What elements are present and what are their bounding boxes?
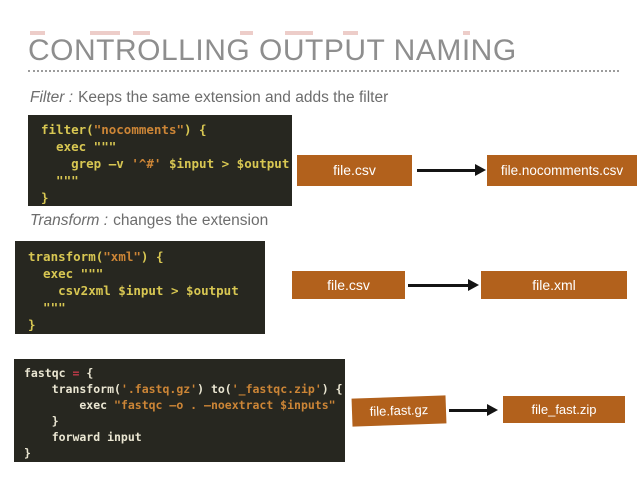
code-line: exec """ — [28, 266, 104, 281]
code-line: filter("nocomments") { — [41, 122, 207, 137]
code-line: fastqc = { — [24, 366, 94, 380]
file-box-output: file.xml — [481, 271, 627, 299]
code-line: exec "fastqc –o . —noextract $inputs" — [24, 398, 336, 412]
code-line: grep –v '^#' $input > $output — [41, 156, 290, 171]
flow-arrow-icon — [408, 279, 479, 291]
flow-arrow-icon — [417, 164, 486, 176]
file-box-input: file.csv — [292, 271, 405, 299]
filter-section-heading: Filter :Keeps the same extension and add… — [30, 89, 388, 107]
transform-section-heading: Transform :changes the extension — [30, 212, 268, 230]
code-line: } — [41, 190, 49, 205]
code-line: """ — [41, 173, 79, 188]
code-line: exec """ — [41, 139, 117, 154]
transform-label: Transform : — [30, 212, 109, 229]
code-line: transform('.fastq.gz') to('_fastqc.zip')… — [24, 382, 343, 396]
code-line: transform("xml") { — [28, 249, 164, 264]
flow-arrow-icon — [449, 404, 498, 416]
file-box-input: file.csv — [297, 155, 412, 186]
code-block-filter: filter("nocomments") { exec """ grep –v … — [28, 115, 292, 206]
dotted-divider — [28, 70, 619, 72]
ghost-mark — [343, 31, 358, 35]
ghost-mark — [463, 31, 470, 35]
ghost-mark — [240, 31, 253, 35]
code-line: """ — [28, 300, 66, 315]
file-box-output: file_fast.zip — [503, 396, 625, 423]
transform-description: changes the extension — [113, 212, 269, 229]
code-line: forward input — [24, 430, 142, 444]
ghost-mark — [285, 31, 313, 35]
code-block-transform: transform("xml") { exec """ csv2xml $inp… — [15, 241, 265, 334]
filter-label: Filter : — [30, 89, 74, 106]
ghost-mark — [30, 31, 45, 35]
code-line: } — [24, 446, 31, 460]
file-box-output: file.nocomments.csv — [487, 155, 637, 186]
code-line: } — [28, 317, 36, 332]
code-line: csv2xml $input > $output — [28, 283, 239, 298]
page-title: CONTROLLING OUTPUT NAMING — [28, 34, 517, 67]
ghost-mark — [90, 31, 120, 35]
ghost-mark — [133, 31, 150, 35]
code-line: } — [24, 414, 59, 428]
code-block-fastqc: fastqc = { transform('.fastq.gz') to('_f… — [14, 359, 345, 462]
filter-description: Keeps the same extension and adds the fi… — [78, 89, 389, 106]
file-box-input: file.fast.gz — [351, 395, 447, 427]
